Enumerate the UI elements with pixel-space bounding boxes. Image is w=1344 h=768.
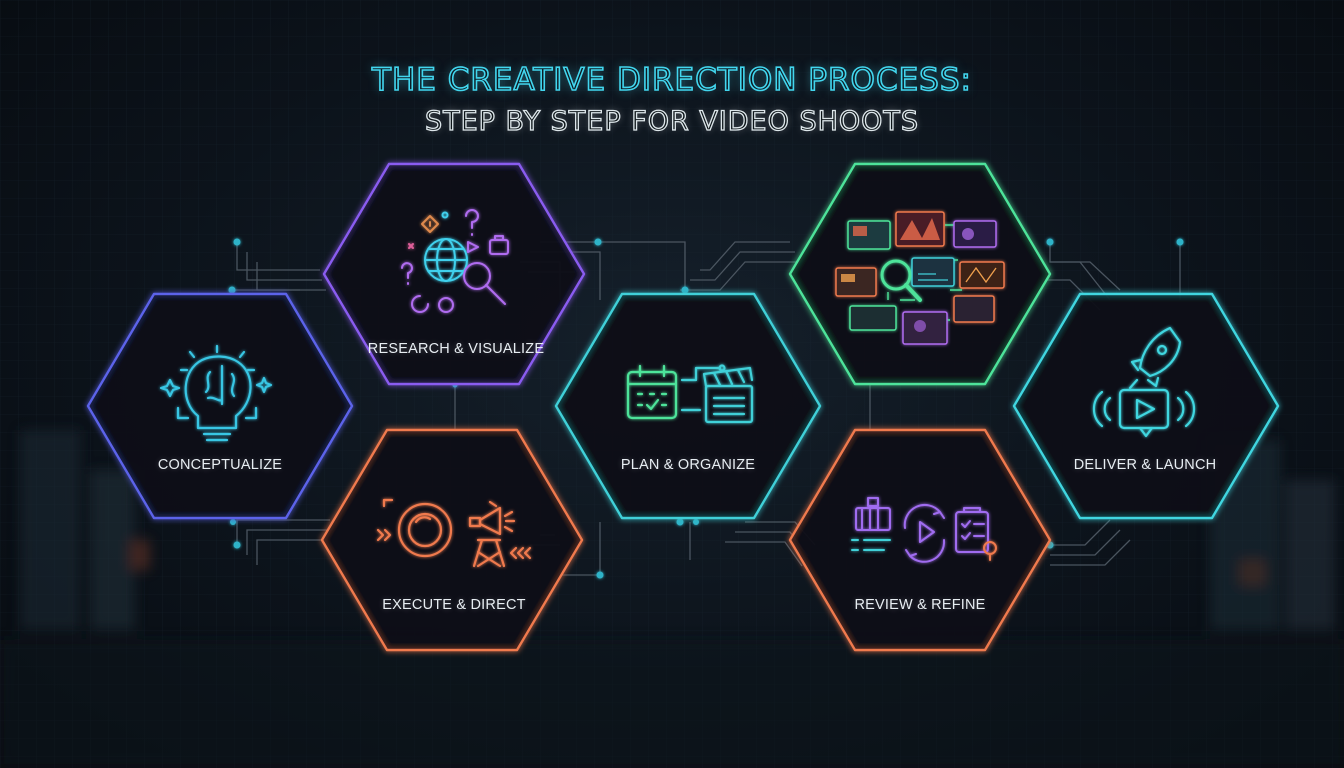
step-label-execute: EXECUTE & DIRECT <box>382 597 526 613</box>
hexagon-research <box>322 162 586 386</box>
step-label-conceptualize: CONCEPTUALIZE <box>157 457 283 473</box>
calendar-clapperboard-icon <box>626 364 754 424</box>
moodboard-magnifier-icon <box>835 211 1005 345</box>
step-label-review: REVIEW & REFINE <box>854 597 986 613</box>
lens-megaphone-icon <box>376 498 532 568</box>
step-label-plan: PLAN & ORGANIZE <box>620 457 756 473</box>
hexagon-conceptualize <box>86 292 354 520</box>
lightbulb-brain-icon <box>159 344 273 442</box>
background-city-blur <box>0 430 1344 768</box>
globe-magnifier-icon <box>401 209 509 313</box>
timeline-refresh-checklist-icon <box>851 497 997 563</box>
hexagon-plan <box>554 292 822 520</box>
diagram-subtitle: STEP BY STEP FOR VIDEO SHOOTS <box>424 105 920 137</box>
step-label-deliver: DELIVER & LAUNCH <box>1073 457 1217 473</box>
diagram-title: THE CREATIVE DIRECTION PROCESS: <box>371 61 972 99</box>
step-label-research: RESEARCH & VISUALIZE <box>367 341 545 357</box>
circuit-connectors <box>232 241 1181 576</box>
rocket-play-icon <box>1092 326 1196 438</box>
hexagon-execute <box>320 428 584 652</box>
